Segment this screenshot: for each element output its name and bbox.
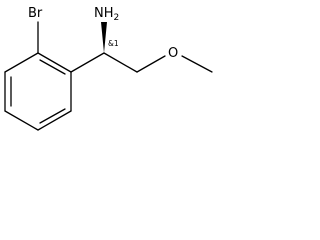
ring-to-stereocenter-bond [70,52,105,73]
nitrogen-symbol: N [94,6,104,21]
stereo-descriptor: &1 [108,39,119,48]
hydrogen-symbol: H [104,6,114,21]
ring-bond-1 [37,52,72,73]
stereocenter-to-ch2-bond [103,52,138,73]
ring-bond-4 [4,110,39,131]
benzene-ring [4,52,72,131]
ring-double-bond-2 [39,108,66,124]
ring-double-bond-1 [39,59,66,75]
oxygen-label: O [168,46,178,61]
amine-label: NH2 [94,6,119,23]
wedge-bond-to-amine [101,22,107,53]
oxygen-to-methyl-bond [181,55,213,73]
molecule-structure: Br NH2 &1 O [4,6,213,131]
bromine-label: Br [28,6,43,21]
ch2-to-oxygen-bond [136,55,166,73]
ring-bond-6 [4,52,39,73]
ring-bond-3 [37,110,72,131]
hydrogen-count-subscript: 2 [114,13,120,23]
